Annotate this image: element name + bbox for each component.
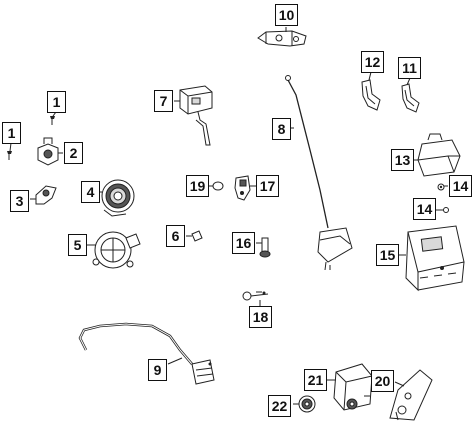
callout-16[interactable]: 16 xyxy=(232,232,255,254)
callout-10[interactable]: 10 xyxy=(275,4,298,26)
part-14-nut-b[interactable] xyxy=(443,207,449,213)
callout-11[interactable]: 11 xyxy=(398,57,421,79)
part-9-wire-harness[interactable] xyxy=(78,322,215,385)
part-12-bracket[interactable] xyxy=(361,79,381,111)
callout-15[interactable]: 15 xyxy=(376,244,399,266)
part-22-grommet[interactable] xyxy=(298,395,316,413)
part-17-sensor[interactable] xyxy=(234,175,251,201)
part-15-control-module[interactable] xyxy=(405,225,465,292)
callout-3[interactable]: 3 xyxy=(10,190,29,212)
callout-9[interactable]: 9 xyxy=(148,359,167,381)
part-11-bracket[interactable] xyxy=(401,83,420,113)
part-20-bracket-plate[interactable] xyxy=(389,369,433,421)
callout-4[interactable]: 4 xyxy=(81,181,100,203)
callout-2[interactable]: 2 xyxy=(64,142,83,164)
callout-20[interactable]: 20 xyxy=(371,370,394,392)
callout-17[interactable]: 17 xyxy=(256,175,279,197)
callout-6[interactable]: 6 xyxy=(166,225,185,247)
part-1-screw-a[interactable] xyxy=(50,116,55,125)
part-10-bracket[interactable] xyxy=(257,30,307,47)
callout-13[interactable]: 13 xyxy=(391,149,414,171)
part-3-bracket[interactable] xyxy=(35,185,57,205)
callout-14b[interactable]: 14 xyxy=(413,198,436,220)
callout-18[interactable]: 18 xyxy=(249,306,272,328)
part-4-horn[interactable] xyxy=(101,179,135,217)
callout-22[interactable]: 22 xyxy=(268,395,291,417)
callout-1a[interactable]: 1 xyxy=(47,91,66,113)
callout-7[interactable]: 7 xyxy=(154,90,173,112)
callout-12[interactable]: 12 xyxy=(361,51,384,73)
part-21-motor[interactable] xyxy=(333,363,373,411)
callout-1b[interactable]: 1 xyxy=(2,122,21,144)
callout-14a[interactable]: 14 xyxy=(449,175,472,197)
part-8-antenna[interactable] xyxy=(285,75,353,271)
part-2-sensor[interactable] xyxy=(37,137,59,166)
part-5-motor[interactable] xyxy=(92,231,141,269)
part-13-module[interactable] xyxy=(417,133,461,177)
part-1-screw-b[interactable] xyxy=(7,151,12,160)
part-14-nut-a[interactable] xyxy=(437,183,445,191)
part-6-clip[interactable] xyxy=(191,230,203,242)
callout-5[interactable]: 5 xyxy=(68,234,87,256)
callout-19[interactable]: 19 xyxy=(186,175,209,197)
part-19-o-ring[interactable] xyxy=(212,181,224,191)
callout-21[interactable]: 21 xyxy=(304,369,327,391)
callout-8[interactable]: 8 xyxy=(272,118,291,140)
part-16-connector[interactable] xyxy=(259,237,271,258)
part-18-clip[interactable] xyxy=(242,291,269,301)
part-7-module[interactable] xyxy=(179,85,213,146)
